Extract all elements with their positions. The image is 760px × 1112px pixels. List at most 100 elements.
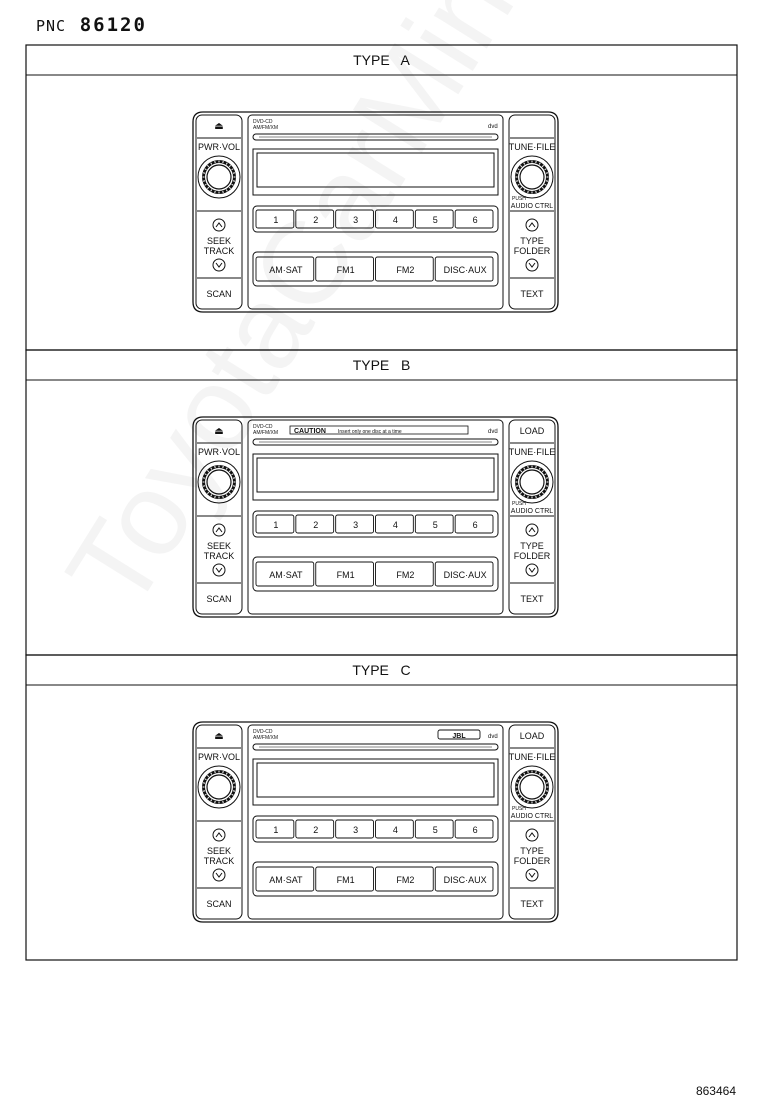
tune-file-label: TUNE·FILE <box>509 752 556 762</box>
band-label: FM1 <box>337 875 355 885</box>
push-label: PUSH <box>512 806 526 812</box>
chevron-down-icon <box>528 567 536 573</box>
tune-knob-knurl <box>517 183 520 186</box>
tune-knob-knurl <box>538 467 541 470</box>
volume-knob-knurl <box>225 162 228 165</box>
preset-label: 3 <box>353 825 358 835</box>
text-label: TEXT <box>520 289 544 299</box>
tune-knob-knurl <box>517 168 520 171</box>
volume-knob-knurl <box>225 799 228 802</box>
preset-label: 1 <box>273 825 278 835</box>
preset-label: 5 <box>433 825 438 835</box>
type-up-icon <box>525 218 539 232</box>
volume-knob-knurl <box>206 469 210 473</box>
tune-knob <box>510 765 554 809</box>
folder-label: FOLDER <box>514 856 551 866</box>
volume-knob-face <box>205 468 233 496</box>
preset-button-6 <box>454 209 494 229</box>
tune-knob-cap <box>519 469 545 495</box>
volume-knob-knurl <box>222 160 224 164</box>
preset-label: 3 <box>353 520 358 530</box>
tune-knob-knurl <box>519 164 523 168</box>
seek-up-icon <box>212 523 226 537</box>
caution-box <box>289 425 469 435</box>
volume-knob-knurl <box>231 488 234 491</box>
text-label: TEXT <box>520 594 544 604</box>
type-title: TYPE B <box>353 357 411 373</box>
band-button-1 <box>255 256 315 282</box>
volume-knob-knurl <box>210 467 213 470</box>
volume-knob-knurl <box>204 168 207 171</box>
display-screen <box>256 457 495 493</box>
preset-label: 3 <box>353 215 358 225</box>
volume-knob-knurl <box>202 485 206 487</box>
preset-button-3 <box>335 819 374 839</box>
volume-knob-face <box>205 773 233 801</box>
volume-knob-knurl <box>228 796 232 800</box>
tune-knob-knurl <box>544 183 547 186</box>
tune-knob-knurl <box>523 162 526 165</box>
tune-knob-knurl <box>535 495 537 499</box>
tune-knob-knurl <box>545 782 549 784</box>
seek-label: SEEK <box>207 236 231 246</box>
band-label: AM·SAT <box>269 875 303 885</box>
disc-slot <box>252 743 499 751</box>
volume-knob-knurl <box>202 477 206 479</box>
preset-button-1 <box>255 209 295 229</box>
tune-knob-knurl <box>545 477 549 479</box>
preset-strip <box>252 510 499 538</box>
band-label: DISC·AUX <box>444 570 487 580</box>
eject-icon: ⏏ <box>214 426 223 437</box>
type-down-icon <box>525 258 539 272</box>
figure-id: 863464 <box>695 1084 736 1098</box>
seek-up-icon <box>212 218 226 232</box>
tune-knob-knurl <box>515 477 519 479</box>
tune-knob-knurl <box>544 168 547 171</box>
tune-knob-knurl <box>515 172 519 174</box>
band-button-2 <box>315 866 374 892</box>
model-label-2: AM/FM/XM <box>253 125 278 131</box>
tune-knob-knurl <box>519 796 523 800</box>
chevron-up-icon <box>528 527 536 533</box>
volume-knob-knurl <box>228 774 232 778</box>
tune-knob-knurl <box>527 160 529 164</box>
type-label: TYPE <box>520 236 544 246</box>
band-label: FM1 <box>337 570 355 580</box>
volume-knob-knurl <box>228 164 232 168</box>
volume-knob-knurl <box>231 473 234 476</box>
volume-knob-knurl <box>202 180 206 182</box>
volume-knob-knurl <box>222 190 224 194</box>
chevron-down-icon <box>528 872 536 878</box>
preset-button-5 <box>414 209 454 229</box>
chevron-up-icon <box>215 527 223 533</box>
volume-knob <box>197 765 241 809</box>
right-column <box>508 724 556 920</box>
tune-knob-knurl <box>515 180 519 182</box>
volume-knob-knurl <box>222 800 224 804</box>
seek-up-icon <box>212 828 226 842</box>
preset-button-2 <box>295 209 335 229</box>
band-label: FM2 <box>396 875 414 885</box>
volume-knob-knurl <box>210 189 213 192</box>
type-label: TYPE <box>520 846 544 856</box>
scan-label: SCAN <box>206 594 231 604</box>
preset-label: 4 <box>393 825 398 835</box>
volume-knob-knurl <box>206 186 210 190</box>
radio-body <box>192 111 559 313</box>
volume-knob-knurl <box>210 799 213 802</box>
band-strip <box>252 861 499 897</box>
radio-body <box>192 416 559 618</box>
model-label-1: DVD-CD <box>253 424 273 430</box>
volume-knob-knurl <box>202 172 206 174</box>
tune-knob-knurl <box>527 465 529 469</box>
preset-label: 6 <box>473 215 478 225</box>
tune-knob-knurl <box>519 491 523 495</box>
volume-knob-knurl <box>231 183 234 186</box>
tune-knob-knurl <box>545 180 549 182</box>
type-title: TYPE A <box>353 52 410 68</box>
pnc-prefix: PNC <box>36 17 67 35</box>
display-frame <box>252 758 499 806</box>
tune-knob-knurl <box>523 189 526 192</box>
volume-knob-knurl <box>206 491 210 495</box>
preset-button-6 <box>454 514 494 534</box>
